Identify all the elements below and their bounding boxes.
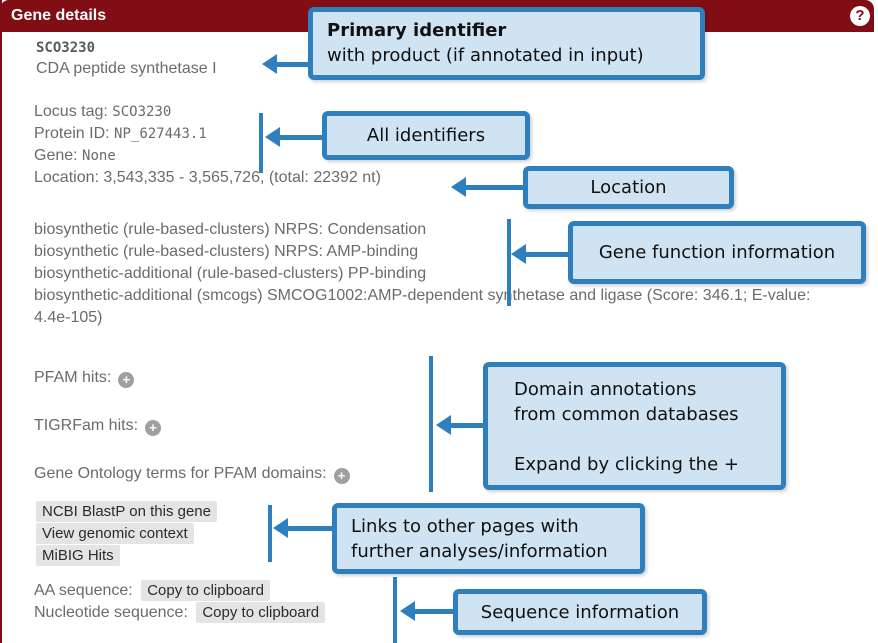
callout-connector-line — [268, 505, 272, 562]
callout-arrow-icon — [400, 601, 415, 621]
callout-domain-annotations: Domain annotations from common databases… — [483, 362, 786, 490]
aa-sequence-label: AA sequence: — [34, 582, 133, 599]
callout-primary-identifier: Primary identifier with product (if anno… — [308, 7, 705, 80]
gene-function-line: biosynthetic-additional (rule-based-clus… — [34, 265, 427, 282]
callout-line: from common databases — [514, 404, 739, 425]
pfam-hits-row: PFAM hits: + — [34, 367, 135, 388]
expand-plus-icon[interactable]: + — [145, 420, 162, 436]
callout-line: further analyses/information — [351, 541, 608, 562]
callout-arrow-icon — [451, 177, 466, 197]
gene-product: CDA peptide synthetase I — [36, 60, 217, 77]
callout-arrow-icon — [265, 127, 280, 147]
callout-location: Location — [523, 166, 734, 209]
callout-arrow-shaft — [451, 423, 483, 428]
gene-value: None — [82, 148, 116, 164]
panel-title: Gene details — [11, 7, 107, 24]
protein-id-value: NP_627443.1 — [114, 126, 207, 142]
callout-arrow-shaft — [288, 526, 332, 531]
callout-arrow-shaft — [526, 252, 568, 257]
callout-arrow-shaft — [280, 135, 322, 140]
callout-line: Expand by clicking the + — [514, 454, 739, 475]
callout-connector-line — [507, 219, 511, 306]
gene-function-line: biosynthetic (rule-based-clusters) NRPS:… — [34, 243, 419, 260]
callout-connector-line — [259, 113, 263, 173]
aa-sequence-row: AA sequence: Copy to clipboard — [34, 580, 270, 602]
callout-arrow-icon — [511, 244, 526, 264]
link-row: MiBIG Hits — [36, 545, 120, 566]
callout-line: Links to other pages with — [351, 516, 579, 537]
copy-aa-sequence-button[interactable]: Copy to clipboard — [141, 580, 270, 601]
callout-line — [514, 427, 781, 452]
help-icon[interactable]: ? — [850, 6, 870, 26]
link-row: NCBI BlastP on this gene — [36, 501, 217, 522]
gene-ontology-label: Gene Ontology terms for PFAM domains: — [34, 465, 327, 482]
tigrfam-hits-label: TIGRFam hits: — [34, 417, 139, 434]
link-row: View genomic context — [36, 523, 194, 544]
copy-nucleotide-sequence-button[interactable]: Copy to clipboard — [196, 602, 326, 623]
view-genomic-context-link[interactable]: View genomic context — [36, 523, 194, 544]
location-row: Location: 3,543,335 - 3,565,726, (total:… — [34, 169, 381, 186]
callout-line: Domain annotations — [514, 379, 697, 400]
tigrfam-hits-row: TIGRFam hits: + — [34, 415, 162, 436]
locus-tag-label: Locus tag: — [34, 103, 113, 120]
callout-all-identifiers: All identifiers — [322, 111, 530, 160]
identifier-list: Locus tag: SCO3230 Protein ID: NP_627443… — [34, 101, 381, 189]
ncbi-blastp-link[interactable]: NCBI BlastP on this gene — [36, 501, 217, 522]
locus-tag-row: Locus tag: SCO3230 — [34, 101, 381, 123]
callout-arrow-shaft — [466, 185, 523, 190]
callout-arrow-shaft — [277, 62, 308, 67]
locus-tag-value: SCO3230 — [112, 104, 172, 120]
callout-arrow-icon — [273, 518, 288, 538]
protein-id-label: Protein ID: — [34, 125, 115, 142]
callout-sequence-information: Sequence information — [453, 589, 707, 635]
callout-gene-function: Gene function information — [568, 221, 866, 284]
gene-function-list: biosynthetic (rule-based-clusters) NRPS:… — [34, 219, 842, 329]
gene-name-block: SCO3230 CDA peptide synthetase I — [36, 38, 217, 80]
protein-id-row: Protein ID: NP_627443.1 — [34, 123, 381, 145]
nucleotide-sequence-row: Nucleotide sequence: Copy to clipboard — [34, 602, 326, 624]
callout-connector-line — [393, 577, 397, 643]
gene-row: Gene: None — [34, 145, 381, 167]
gene-ontology-row: Gene Ontology terms for PFAM domains: + — [34, 463, 350, 484]
callout-title: Primary identifier — [327, 20, 507, 41]
callout-arrow-icon — [436, 415, 451, 435]
gene-label: Gene: — [34, 147, 83, 164]
nucleotide-sequence-label: Nucleotide sequence: — [34, 604, 188, 621]
callout-arrow-icon — [262, 54, 277, 74]
mibig-hits-link[interactable]: MiBIG Hits — [36, 545, 120, 566]
callout-arrow-shaft — [415, 609, 453, 614]
panel-left-border — [0, 0, 2, 643]
pfam-hits-label: PFAM hits: — [34, 369, 112, 386]
gene-function-line: biosynthetic (rule-based-clusters) NRPS:… — [34, 221, 427, 238]
callout-links: Links to other pages with further analys… — [332, 503, 645, 574]
expand-plus-icon[interactable]: + — [118, 372, 135, 388]
gene-name: SCO3230 — [36, 40, 96, 56]
gene-function-line: biosynthetic-additional (smcogs) SMCOG10… — [34, 287, 811, 326]
callout-connector-line — [429, 356, 433, 492]
callout-subtitle: with product (if annotated in input) — [327, 45, 644, 66]
expand-plus-icon[interactable]: + — [333, 468, 350, 484]
